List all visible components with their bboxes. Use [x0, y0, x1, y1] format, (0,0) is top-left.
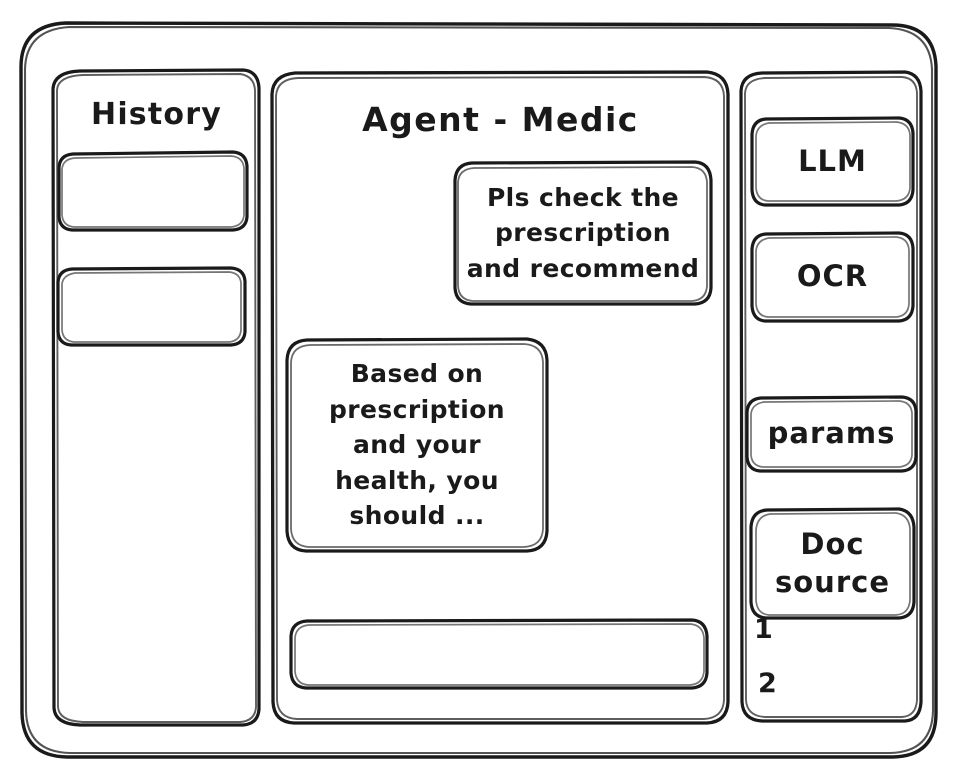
- user-message-line-3: and recommend: [466, 253, 700, 283]
- doc-source-reference-1[interactable]: 1: [754, 613, 774, 645]
- user-message-line-2: prescription: [495, 218, 671, 248]
- tool-card-llm-label: LLM: [798, 143, 867, 178]
- tool-card-ocr-label: OCR: [796, 259, 869, 294]
- history-item-2[interactable]: [58, 268, 245, 345]
- assistant-message-line-3: and your: [352, 430, 482, 460]
- history-item-1-label: [59, 152, 247, 230]
- assistant-message-line-5: should ...: [349, 501, 485, 531]
- page-title: Agent - Medic: [362, 99, 639, 139]
- assistant-message-line-2: prescription: [329, 394, 505, 424]
- history-item-1[interactable]: [59, 152, 247, 230]
- user-message-text: Pls check the prescription and recommend: [465, 170, 701, 296]
- doc-source-reference-2[interactable]: 2: [758, 667, 778, 699]
- tool-card-params[interactable]: params: [747, 397, 916, 471]
- user-message-bubble: Pls check the prescription and recommend: [455, 162, 711, 304]
- sidebar-title: History: [91, 96, 222, 132]
- tool-card-doc-source[interactable]: Doc source: [751, 509, 914, 618]
- tool-card-doc-source-label: Doc source: [751, 513, 914, 614]
- tool-card-ocr[interactable]: OCR: [752, 233, 913, 321]
- doc-source-line-2: source: [775, 564, 890, 599]
- assistant-message-bubble: Based on prescription and your health, y…: [287, 339, 547, 551]
- tool-card-llm[interactable]: LLM: [752, 118, 913, 205]
- assistant-message-text: Based on prescription and your health, y…: [297, 345, 537, 545]
- assistant-message-line-4: health, you: [335, 465, 499, 495]
- tool-card-params-label: params: [767, 416, 896, 451]
- assistant-message-line-1: Based on: [350, 359, 484, 389]
- history-item-2-label: [58, 268, 245, 345]
- doc-source-line-1: Doc: [800, 527, 865, 562]
- composer-input[interactable]: [291, 620, 707, 688]
- user-message-line-1: Pls check the: [486, 182, 680, 212]
- composer-value: [309, 620, 689, 688]
